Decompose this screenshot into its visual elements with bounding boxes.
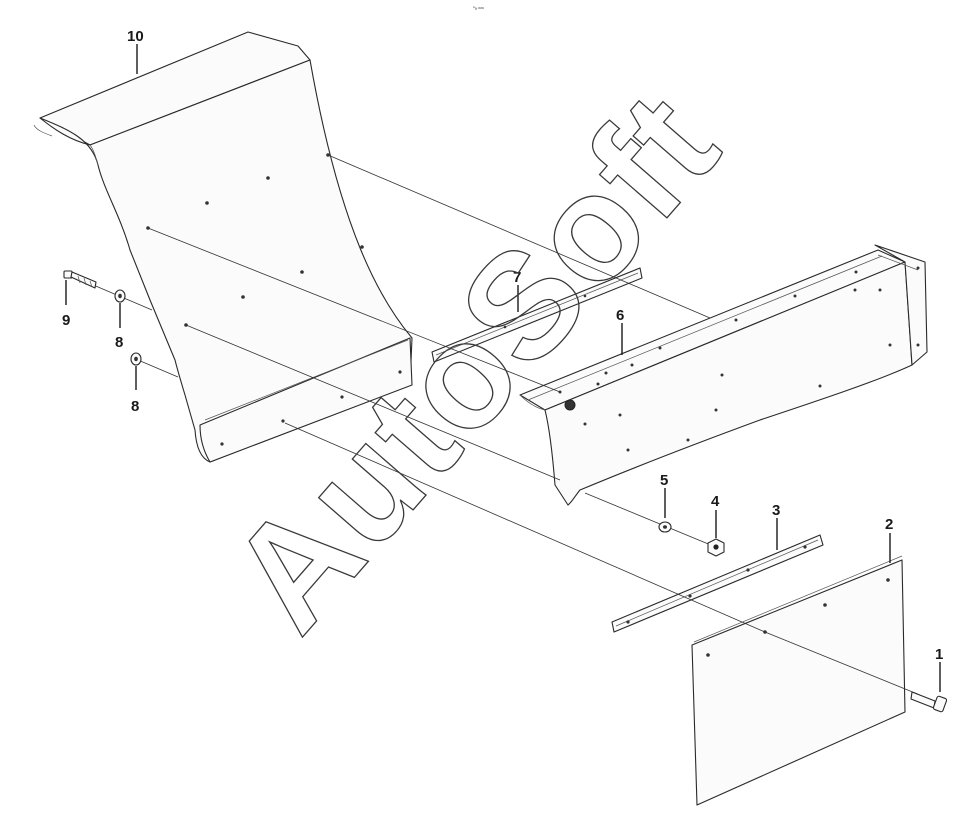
callout-8-lower: 8	[131, 398, 139, 415]
part-6-box-beam	[519, 244, 928, 506]
part-8-washer-upper	[114, 289, 126, 303]
callout-2: 2	[885, 516, 893, 533]
callout-6: 6	[616, 307, 624, 324]
callout-4: 4	[711, 493, 720, 510]
callout-10: 10	[127, 28, 144, 45]
header-mark: ⁿₐ ₙₙₙ	[473, 5, 484, 11]
part-1-bolt	[910, 691, 948, 713]
callout-7: 7	[513, 269, 521, 286]
callout-leaders	[65, 44, 941, 692]
callout-labels: 10 7 6 9 8 8 5 4 3 2 1	[62, 28, 943, 663]
callout-8-upper: 8	[115, 334, 123, 351]
part-7-strip	[431, 267, 643, 363]
beam-holes	[558, 266, 920, 452]
part-3-strip	[611, 534, 824, 633]
part-2-mud-flap	[691, 555, 906, 806]
part-10-fender-panel	[33, 31, 413, 463]
assembly-lines	[69, 154, 921, 696]
part-4-nut	[707, 538, 725, 557]
callout-5: 5	[660, 472, 668, 489]
callout-9: 9	[62, 312, 70, 329]
callout-3: 3	[772, 502, 780, 519]
fender-holes	[146, 153, 402, 446]
callout-1: 1	[935, 646, 943, 663]
part-8-washer-lower	[130, 352, 142, 366]
part-5-washer	[658, 521, 672, 533]
part-9-bolt	[63, 270, 97, 289]
